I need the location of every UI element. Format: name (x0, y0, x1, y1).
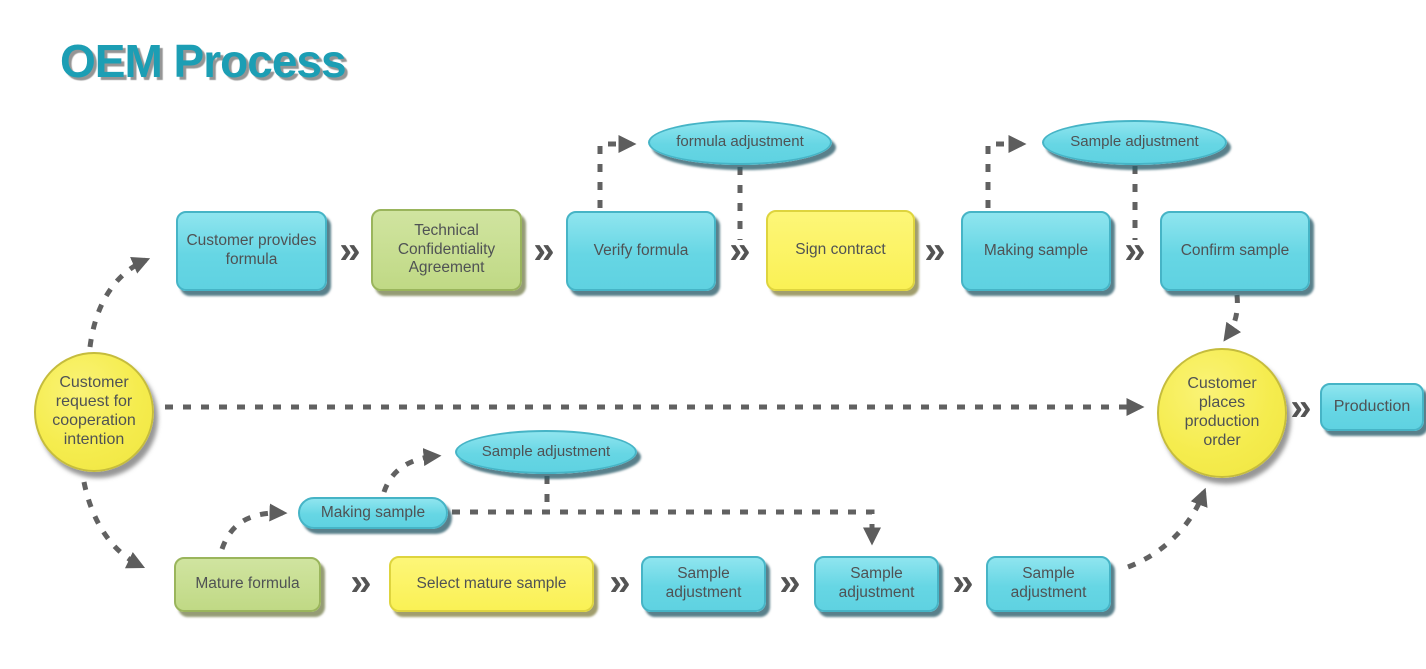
node-mature-formula: Mature formula (174, 557, 321, 612)
node-customer-provides-formula: Customer provides formula (176, 211, 327, 291)
start-circle: Customer request for cooperation intenti… (34, 352, 154, 472)
connector-adjustment3-to-end-circle (1127, 487, 1208, 570)
chevron-arrow-icon: » (1124, 229, 1146, 272)
chevron-arrow-icon: » (952, 561, 974, 604)
node-sign-contract: Sign contract (766, 210, 915, 291)
node-verify-formula: Verify formula (566, 211, 716, 291)
callout-sample-adjustment-bottom: Sample adjustment (455, 430, 637, 474)
end-circle: Customer places production order (1157, 348, 1287, 478)
chevron-arrow-icon: » (609, 561, 631, 604)
connector-mature-to-making-sample (219, 503, 288, 550)
chevron-arrow-icon: » (533, 229, 555, 272)
connector-verify-to-formula-adjustment (597, 135, 637, 208)
callout-sample-adjustment-top: Sample adjustment (1042, 120, 1227, 165)
node-select-mature-sample: Select mature sample (389, 556, 594, 612)
connector-start-to-top-row (87, 257, 151, 348)
node-sample-adjustment-2: Sample adjustment (814, 556, 939, 612)
node-production: Production (1320, 383, 1424, 431)
node-sample-adjustment-1: Sample adjustment (641, 556, 766, 612)
connector-making-sample-to-adjustment2 (452, 509, 881, 546)
chevron-arrow-icon: » (729, 229, 751, 272)
chevron-arrow-icon: » (1290, 386, 1312, 429)
connector-making-sample-to-ellipse (381, 448, 442, 493)
chevron-arrow-icon: » (350, 561, 372, 604)
page-title: OEM Process (60, 35, 347, 87)
chevron-arrow-icon: » (779, 561, 801, 604)
chevron-arrow-icon: » (924, 229, 946, 272)
chevron-arrow-icon: » (339, 229, 361, 272)
node-technical-confidentiality-agreement: Technical Confidentiality Agreement (371, 209, 522, 291)
connector-making-to-sample-adjustment (985, 135, 1027, 208)
callout-making-sample: Making sample (298, 497, 448, 529)
callout-formula-adjustment: formula adjustment (648, 120, 832, 165)
node-confirm-sample: Confirm sample (1160, 211, 1310, 291)
node-making-sample: Making sample (961, 211, 1111, 291)
connector-confirm-to-end-circle (1223, 294, 1242, 342)
node-sample-adjustment-3: Sample adjustment (986, 556, 1111, 612)
connector-start-to-bottom-row (81, 481, 146, 569)
